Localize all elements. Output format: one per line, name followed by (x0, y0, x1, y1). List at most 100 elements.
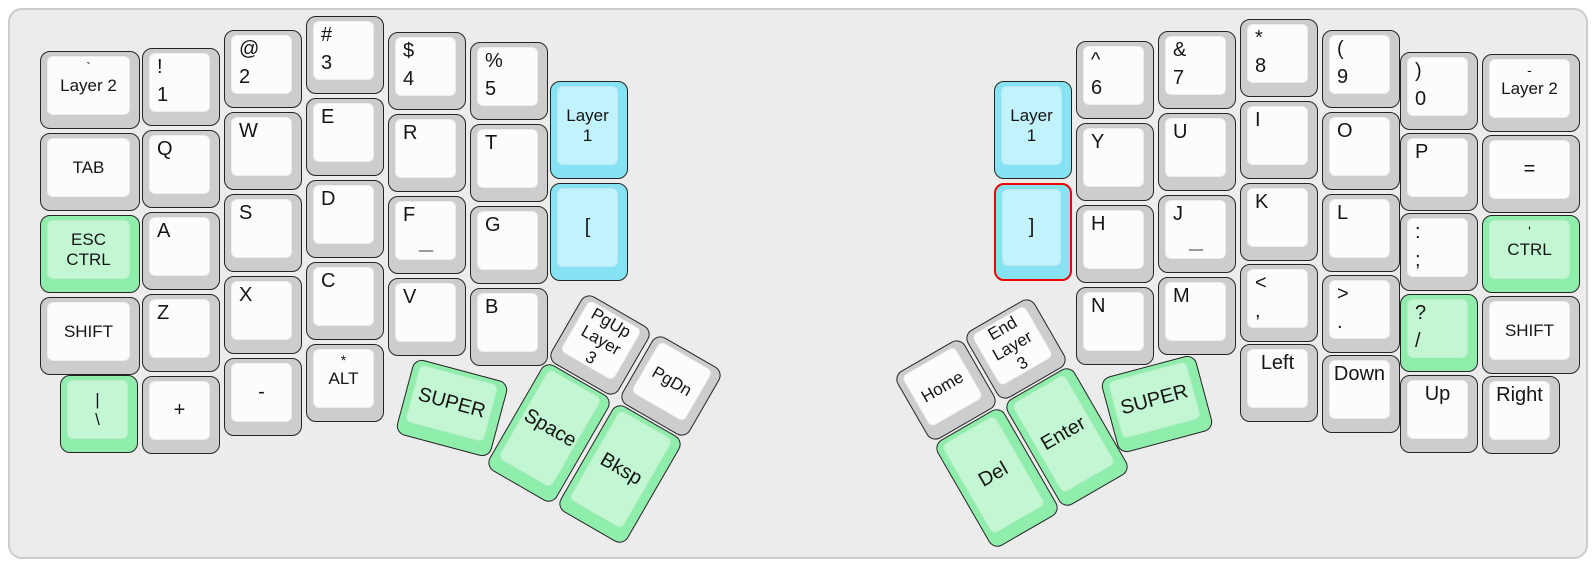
key-j[interactable]: J (1158, 195, 1236, 273)
key-o[interactable]: O (1322, 112, 1400, 190)
key-plus[interactable]: + (142, 376, 220, 454)
key-legend: Del (974, 457, 1012, 492)
key-shift-left[interactable]: SHIFT (40, 297, 140, 375)
key-k[interactable]: K (1240, 183, 1318, 261)
keycap: V (395, 283, 456, 342)
key-i[interactable]: I (1240, 101, 1318, 179)
key-y[interactable]: Y (1076, 123, 1154, 201)
key-legend: Layer 2 (1501, 78, 1558, 98)
key-legend: Bksp (596, 448, 647, 490)
keycap: <, (1247, 269, 1308, 328)
key-star-alt[interactable]: *ALT (306, 344, 384, 422)
key-legend: [ (584, 215, 591, 238)
keycap: Up (1407, 380, 1468, 439)
key-minus[interactable]: - (224, 358, 302, 436)
key-layer1-left[interactable]: Layer 1 (550, 81, 628, 179)
keycap: ^6 (1083, 46, 1144, 105)
key-right-bracket[interactable]: ] (994, 183, 1072, 281)
key-legend: @ (239, 38, 260, 60)
key-n[interactable]: N (1076, 287, 1154, 365)
key-w[interactable]: W (224, 112, 302, 190)
key-a[interactable]: A (142, 212, 220, 290)
keycap: A (149, 217, 210, 276)
key-esc-ctrl[interactable]: ESC CTRL (40, 215, 140, 293)
key-legend: W (239, 120, 258, 142)
key-right-arrow[interactable]: Right (1482, 376, 1560, 454)
keycap: | \ (67, 380, 128, 439)
key-pipe-backslash[interactable]: | \ (60, 375, 138, 453)
key-h[interactable]: H (1076, 205, 1154, 283)
keycap: @2 (231, 35, 292, 94)
key-legend: L (1337, 202, 1349, 224)
key-equals[interactable]: = (1482, 135, 1580, 213)
key-q[interactable]: Q (142, 130, 220, 208)
key-3[interactable]: #3 (306, 16, 384, 94)
key-r[interactable]: R (388, 114, 466, 192)
key-greater-period[interactable]: >. (1322, 275, 1400, 353)
key-dash-layer2[interactable]: -Layer 2 (1482, 54, 1580, 132)
keycap: D (313, 185, 374, 244)
key-z[interactable]: Z (142, 294, 220, 372)
key-1[interactable]: !1 (142, 48, 220, 126)
key-legend: 0 (1415, 88, 1427, 111)
keycap: J (1165, 200, 1226, 259)
key-legend: C (321, 270, 336, 292)
key-legend: D (321, 188, 336, 210)
keycap: End Layer 3 (971, 305, 1054, 387)
key-6[interactable]: ^6 (1076, 41, 1154, 119)
key-8[interactable]: *8 (1240, 19, 1318, 97)
key-s[interactable]: S (224, 194, 302, 272)
key-2[interactable]: @2 (224, 30, 302, 108)
key-m[interactable]: M (1158, 277, 1236, 355)
key-d[interactable]: D (306, 180, 384, 258)
key-tab[interactable]: TAB (40, 133, 140, 211)
key-up-arrow[interactable]: Up (1400, 375, 1478, 453)
key-layer1-right[interactable]: Layer 1 (994, 81, 1072, 179)
keycap: SUPER (404, 364, 499, 443)
key-less-comma[interactable]: <, (1240, 264, 1318, 342)
key-p[interactable]: P (1400, 133, 1478, 211)
key-legend: Z (157, 302, 170, 324)
key-legend: N (1091, 295, 1106, 317)
key-colon-semicolon[interactable]: :; (1400, 213, 1478, 291)
keycap: `Layer 2 (47, 56, 130, 115)
key-quote-ctrl[interactable]: 'CTRL (1482, 215, 1580, 293)
key-u[interactable]: U (1158, 113, 1236, 191)
key-l[interactable]: L (1322, 194, 1400, 272)
keycap: G (477, 211, 538, 270)
key-v[interactable]: V (388, 278, 466, 356)
homing-bar (418, 250, 433, 252)
key-e[interactable]: E (306, 98, 384, 176)
key-down-arrow[interactable]: Down (1322, 355, 1400, 433)
key-super-left[interactable]: SUPER (394, 357, 510, 459)
key-left-arrow[interactable]: Left (1240, 344, 1318, 422)
key-grave-layer2[interactable]: `Layer 2 (40, 51, 140, 129)
key-left-bracket[interactable]: [ (550, 183, 628, 281)
key-legend: = (1523, 157, 1536, 180)
key-x[interactable]: X (224, 276, 302, 354)
key-legend: P (1415, 141, 1429, 163)
key-shift-right[interactable]: SHIFT (1482, 296, 1580, 374)
key-7[interactable]: &7 (1158, 31, 1236, 109)
keycap: M (1165, 282, 1226, 341)
key-question-slash[interactable]: ?/ (1400, 294, 1478, 372)
key-t[interactable]: T (470, 124, 548, 202)
key-b[interactable]: B (470, 288, 548, 366)
keycap: B (477, 293, 538, 352)
key-0[interactable]: )0 (1400, 52, 1478, 130)
keycap: T (477, 129, 538, 188)
key-legend: % (485, 50, 503, 72)
key-9[interactable]: (9 (1322, 30, 1400, 108)
key-g[interactable]: G (470, 206, 548, 284)
key-f[interactable]: F (388, 196, 466, 274)
key-legend: K (1255, 191, 1269, 213)
key-c[interactable]: C (306, 262, 384, 340)
key-legend: ; (1415, 249, 1421, 272)
key-4[interactable]: $4 (388, 32, 466, 110)
key-legend: T (485, 132, 498, 154)
key-legend: 7 (1173, 67, 1185, 90)
key-super-right[interactable]: SUPER (1099, 353, 1215, 455)
keycap: Y (1083, 128, 1144, 187)
key-legend: Layer 1 (1010, 105, 1053, 145)
key-5[interactable]: %5 (470, 42, 548, 120)
